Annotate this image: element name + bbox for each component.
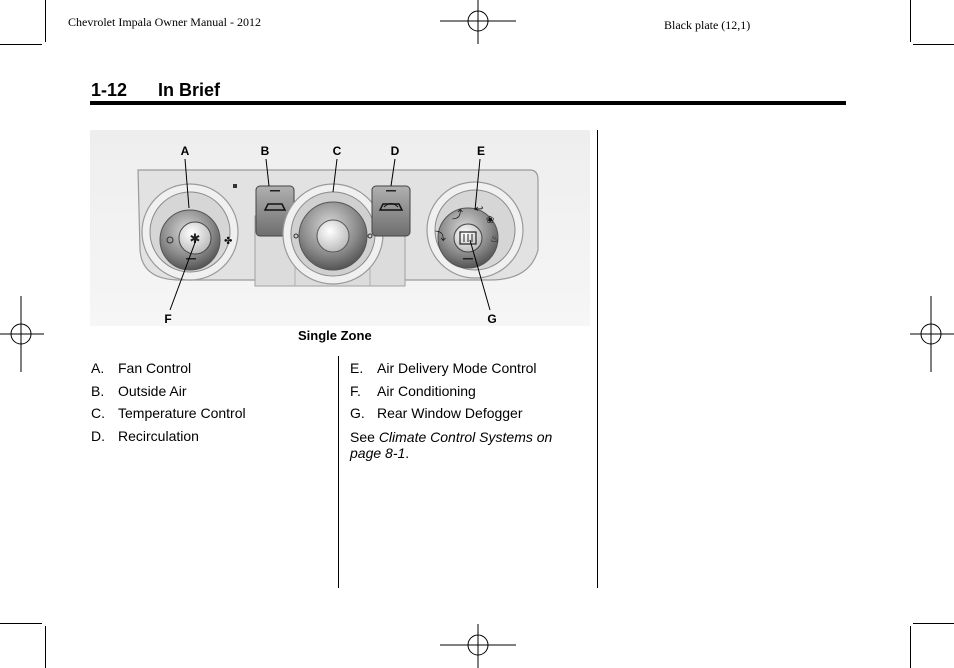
crop-mark (910, 0, 911, 42)
registration-mark-right (910, 296, 954, 372)
legend-right: E. Air Delivery Mode Control F. Air Condit… (350, 357, 537, 425)
item-label: Recirculation (118, 427, 199, 444)
list-item: A. Fan Control (91, 357, 246, 380)
svg-text:✤: ✤ (224, 236, 232, 247)
callout-f: F (164, 312, 171, 326)
plate-label: Black plate (12,1) (664, 18, 751, 32)
item-label: Air Delivery Mode Control (377, 360, 537, 376)
crop-mark (0, 44, 42, 45)
list-item: D. Recirculation (91, 425, 246, 448)
item-label: Air Conditioning (377, 382, 476, 399)
item-letter: G. (350, 405, 365, 421)
svg-text:✱: ✱ (190, 231, 201, 246)
column-divider (338, 356, 339, 588)
see-suffix: . (405, 445, 410, 461)
item-letter: B. (91, 382, 105, 399)
crop-mark (910, 626, 911, 668)
manual-title: Chevrolet Impala Owner Manual - 2012 (68, 15, 261, 29)
callout-b: B (261, 144, 270, 158)
page-number: 1-12 (91, 80, 128, 100)
crop-mark (913, 623, 954, 624)
item-letter: E. (350, 360, 364, 376)
registration-mark-left (0, 296, 44, 372)
item-letter: D. (91, 427, 105, 444)
registration-mark-top (440, 0, 516, 44)
svg-text:❀: ❀ (486, 215, 494, 226)
section-title: In Brief (158, 80, 221, 100)
list-item: B. Outside Air (91, 380, 246, 403)
figure-caption: Single Zone (298, 328, 372, 343)
item-label: Fan Control (118, 360, 192, 376)
item-label: Outside Air (118, 382, 187, 399)
callout-e: E (477, 144, 485, 158)
list-item: G. Rear Window Defogger (350, 402, 537, 425)
list-item: F. Air Conditioning (350, 380, 537, 403)
list-item: E. Air Delivery Mode Control (350, 357, 537, 380)
climate-control-illustration: ✱ ✤ ⤴ ↩ ❀ ⤵ ♨ A B C D E F G (90, 130, 590, 326)
cross-reference: See Climate Control Systems on page 8-1. (350, 429, 580, 461)
heading-rule (90, 101, 846, 105)
crop-mark (45, 626, 46, 668)
see-link[interactable]: Climate Control Systems on page 8-1 (350, 429, 553, 461)
legend-left: A. Fan Control B. Outside Air C. Temperatur… (91, 357, 246, 447)
see-prefix: See (350, 429, 379, 445)
crop-mark (913, 44, 954, 45)
crop-mark (0, 623, 42, 624)
item-label: Rear Window Defogger (377, 405, 523, 421)
column-divider (597, 130, 598, 588)
item-letter: A. (91, 360, 105, 376)
crop-mark (45, 0, 46, 42)
svg-text:⤴: ⤴ (452, 207, 463, 221)
svg-text:♨: ♨ (490, 234, 499, 245)
callout-g: G (487, 312, 496, 326)
list-item: C. Temperature Control (91, 402, 246, 425)
item-letter: F. (350, 382, 361, 399)
svg-text:↩: ↩ (475, 204, 483, 215)
item-label: Temperature Control (118, 405, 246, 421)
callout-c: C (333, 144, 342, 158)
callout-a: A (181, 144, 190, 158)
item-letter: C. (91, 405, 105, 421)
svg-text:⤵: ⤵ (435, 230, 446, 243)
registration-mark-bottom (440, 624, 516, 668)
callout-d: D (391, 144, 400, 158)
